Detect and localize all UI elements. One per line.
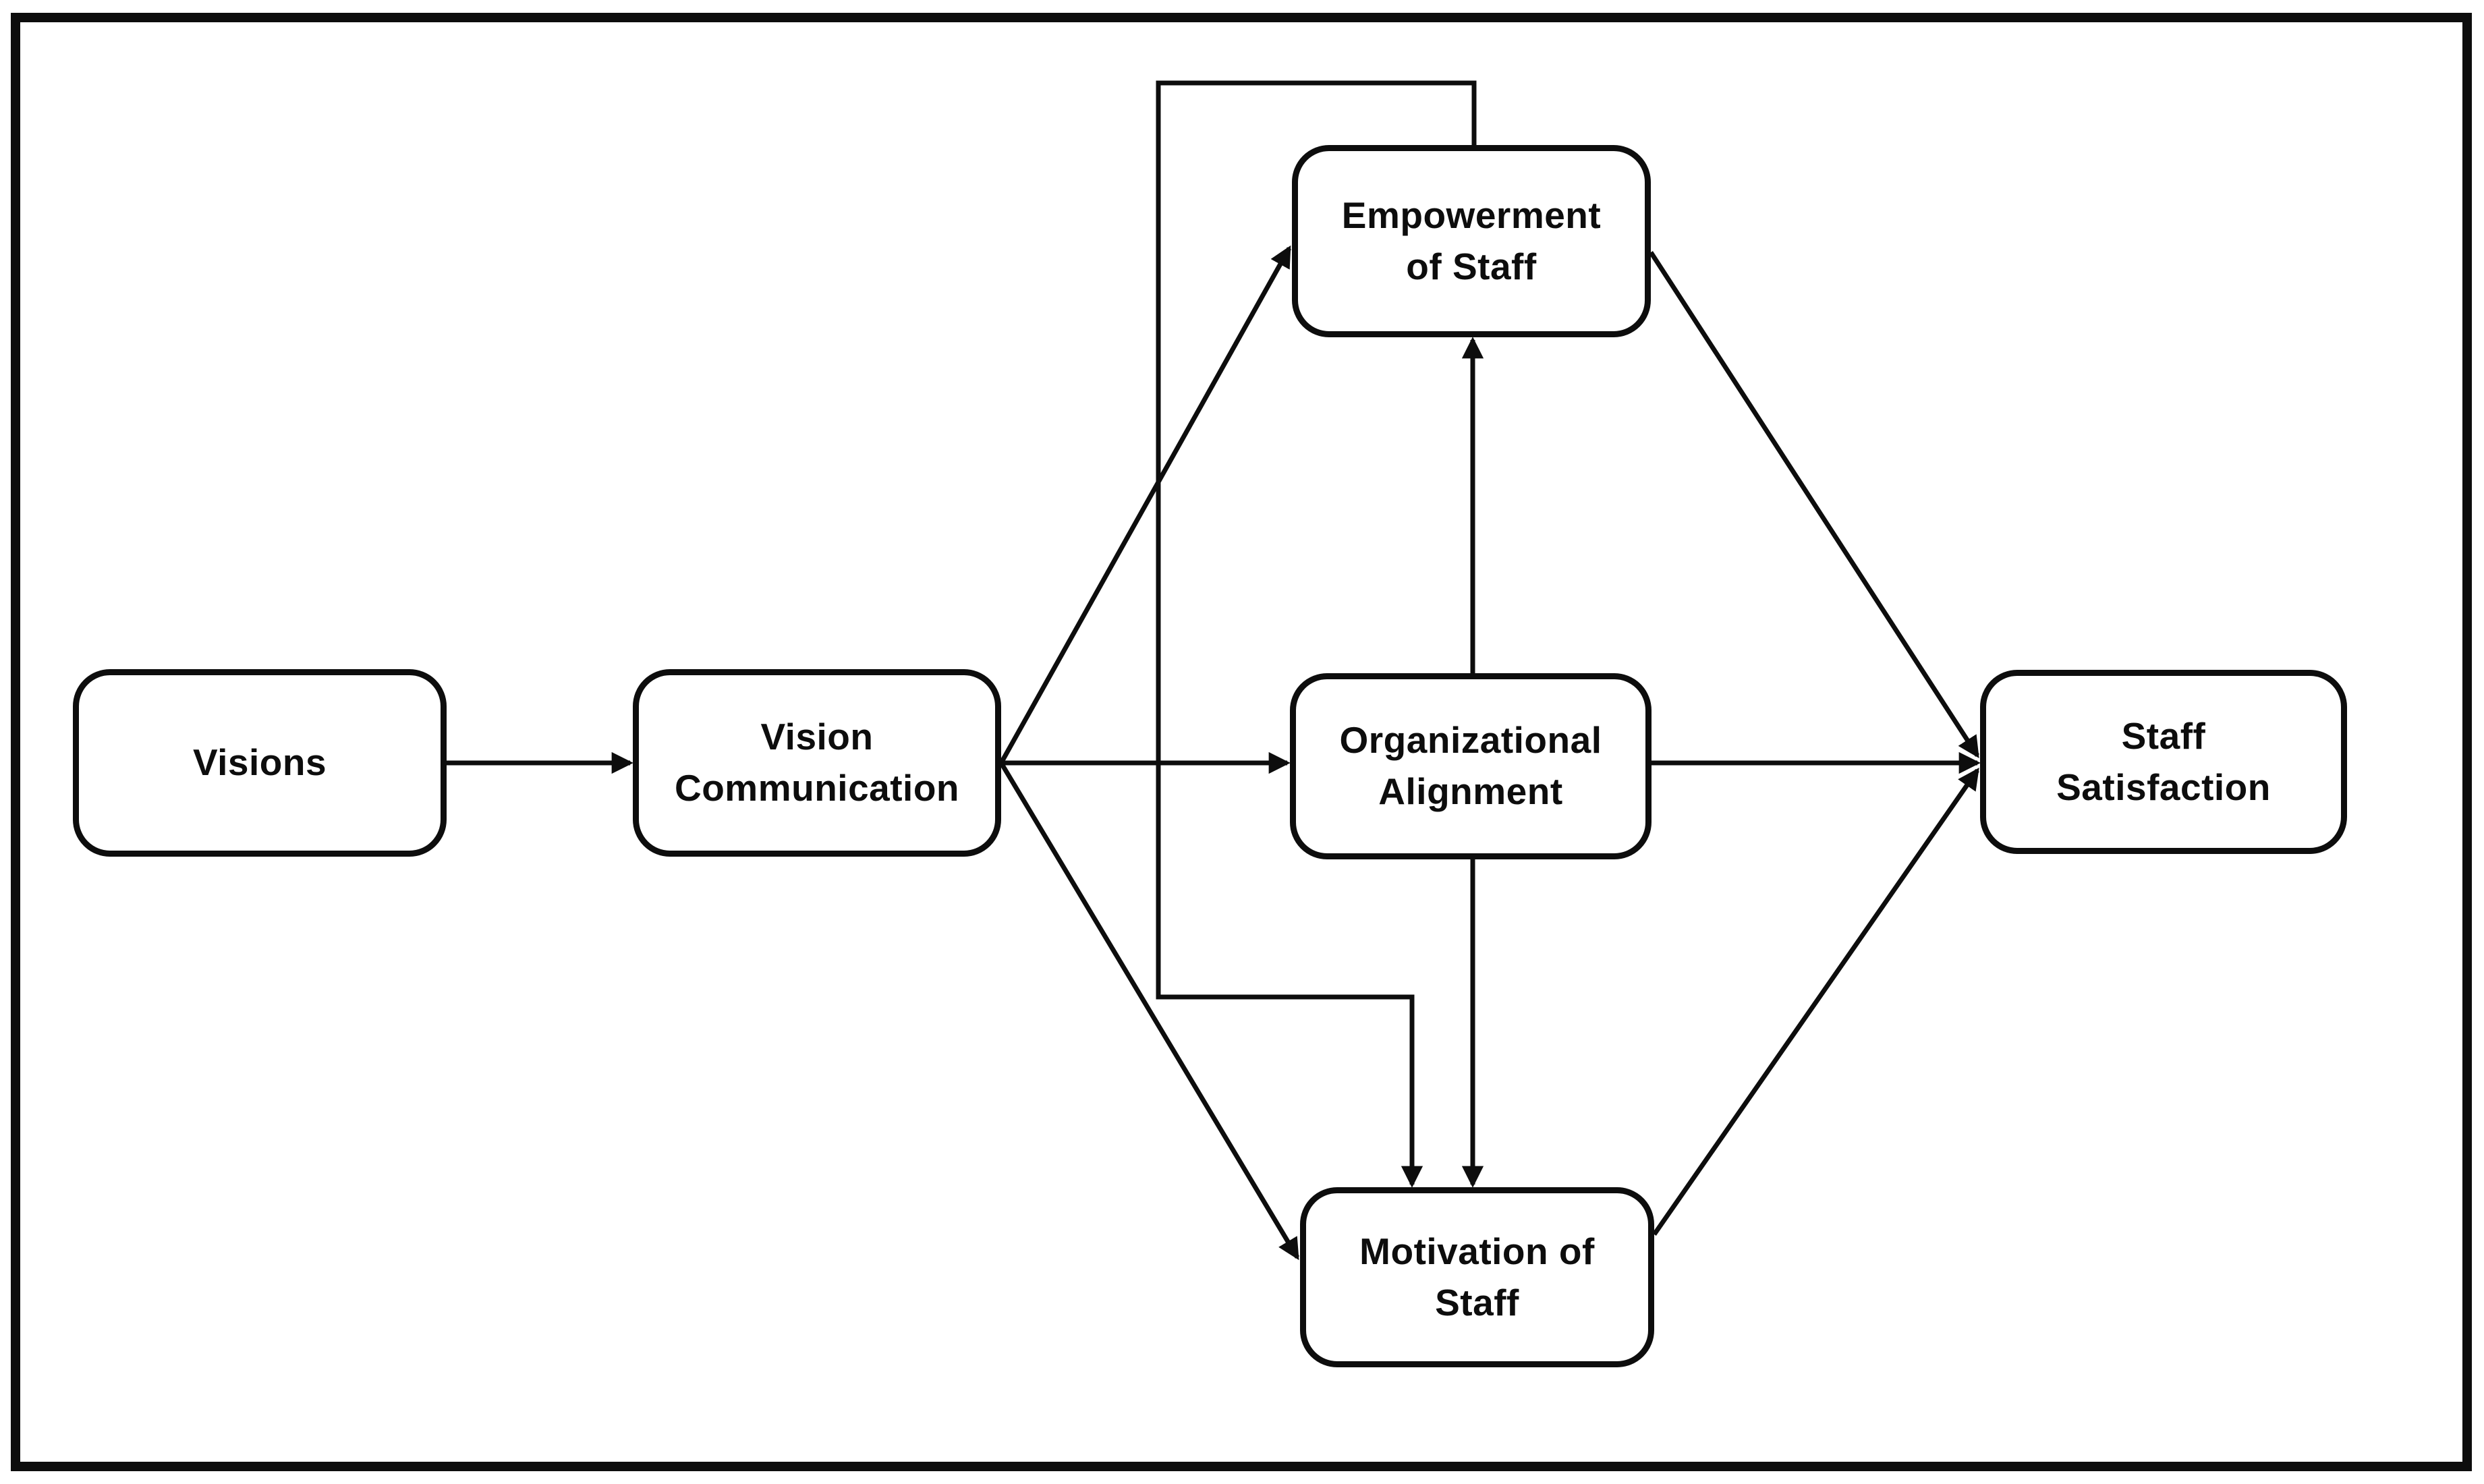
node-visions-label: Visions xyxy=(192,741,327,784)
edge-vision-communication-to-empowerment-of-staff xyxy=(998,245,1292,764)
edge-empowerment-of-staff-to-motivation-of-staff xyxy=(1156,80,1477,1188)
node-empowerment-of-staff-label: Empowerment of Staff xyxy=(1341,194,1602,287)
node-motivation-of-staff-label: Motivation of Staff xyxy=(1359,1230,1595,1323)
node-organizational-alignment-label: Organizational Alignment xyxy=(1339,719,1602,812)
node-vision-communication-label: Vision Communication xyxy=(674,716,960,809)
node-motivation-of-staff: Motivation of Staff xyxy=(1300,1187,1654,1367)
node-staff-satisfaction: Staff Satisfaction xyxy=(1980,670,2347,854)
outer-border xyxy=(11,13,2472,1471)
edge-motivation-of-staff-to-staff-satisfaction xyxy=(1652,768,1979,1236)
edge-empowerment-of-staff-to-staff-satisfaction xyxy=(1649,251,1979,759)
edge-vision-communication-to-motivation-of-staff xyxy=(998,762,1300,1261)
node-visions: Visions xyxy=(73,669,447,857)
node-empowerment-of-staff: Empowerment of Staff xyxy=(1292,145,1651,337)
node-vision-communication: Vision Communication xyxy=(633,669,1001,857)
node-staff-satisfaction-label: Staff Satisfaction xyxy=(2056,714,2271,808)
node-organizational-alignment: Organizational Alignment xyxy=(1290,673,1652,859)
